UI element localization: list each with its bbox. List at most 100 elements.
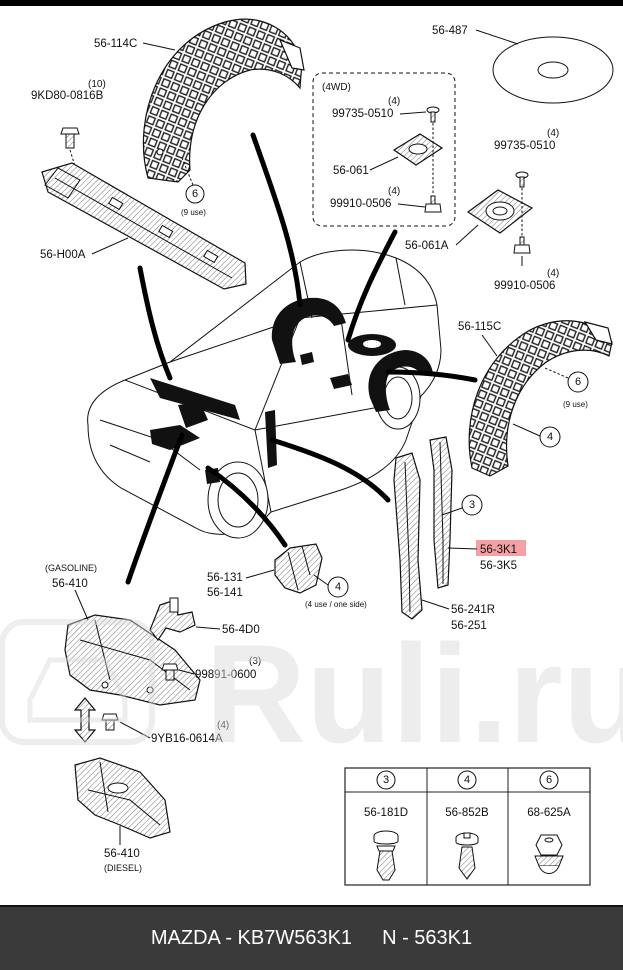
crossmember bbox=[41, 162, 247, 290]
top-edge-bar bbox=[0, 0, 623, 6]
double-arrow-icon bbox=[73, 697, 97, 743]
table-part-56-181d[interactable]: 56-181D bbox=[364, 807, 408, 819]
callout-circle-seal-clip bbox=[461, 494, 483, 516]
label-screw[interactable]: 99735-0510 bbox=[494, 140, 555, 152]
label-cover-diesel[interactable]: 56-410 bbox=[104, 848, 140, 860]
label-awd-title: (4WD) bbox=[322, 82, 351, 93]
callout-front-clip-ref[interactable]: 6 bbox=[192, 188, 198, 200]
leader-sill bbox=[421, 599, 450, 610]
leader-cover-bolt2 bbox=[119, 721, 151, 739]
callout-seal-clip-ref[interactable]: 3 bbox=[469, 499, 475, 511]
label-awd-nut[interactable]: 99910-0506 bbox=[330, 198, 391, 210]
callout-circle-rear-clip4 bbox=[539, 426, 561, 448]
splash-shield bbox=[274, 543, 323, 594]
table-ref-circle-4 bbox=[457, 770, 477, 790]
label-pad[interactable]: 56-487 bbox=[432, 25, 468, 37]
clip-reference-table: 3 4 6 56-181D 56-852B 68-625A bbox=[344, 767, 591, 886]
table-part-56-852b[interactable]: 56-852B bbox=[445, 807, 489, 819]
label-awd-mount[interactable]: 56-061 bbox=[333, 165, 369, 177]
pad-disc bbox=[492, 36, 614, 104]
leader-cover-gas bbox=[74, 589, 89, 621]
label-cover-bracket[interactable]: 56-4D0 bbox=[222, 624, 260, 636]
thick-leader-strokes bbox=[125, 132, 478, 585]
callout-rear-clip4-ref[interactable]: 4 bbox=[547, 431, 553, 443]
label-shield[interactable]: 56-131 bbox=[207, 572, 243, 584]
leader-rear-clip4 bbox=[512, 423, 541, 437]
watermark-text: Ruli.ru bbox=[205, 615, 623, 772]
leader-shield-clip bbox=[313, 574, 329, 586]
leader-front-clip bbox=[181, 157, 194, 186]
label-cover-bolt2-qty: (4) bbox=[217, 720, 229, 731]
footer-reference-code: N - 563K1 bbox=[382, 927, 473, 949]
callout-circle-shield-clip bbox=[327, 576, 349, 598]
under-cover-diesel bbox=[74, 757, 171, 839]
label-crossmember[interactable]: 56-H00A bbox=[40, 249, 86, 261]
label-shield-clip-qty: (4 use / one side) bbox=[305, 600, 367, 609]
label-cover-gas[interactable]: 56-410 bbox=[52, 578, 88, 590]
callout-circle-rear-clip6 bbox=[567, 371, 589, 393]
leader-awd-nut bbox=[397, 203, 426, 208]
label-front-clip-qty: (9 use) bbox=[181, 208, 206, 217]
label-cover-diesel-variant: (DIESEL) bbox=[104, 863, 142, 873]
label-seal-alt[interactable]: 56-3K5 bbox=[480, 560, 517, 572]
front-fender-liner bbox=[142, 18, 305, 183]
leader-awd-screw bbox=[399, 111, 427, 115]
label-sill[interactable]: 56-241R bbox=[451, 604, 495, 616]
label-front-liner[interactable]: 56-114C bbox=[94, 38, 137, 50]
vehicle-outline bbox=[87, 249, 442, 539]
callout-rear-clip6-ref[interactable]: 6 bbox=[575, 376, 581, 388]
push-rivet-icon bbox=[455, 832, 479, 880]
label-mount[interactable]: 56-061A bbox=[405, 240, 449, 252]
label-awd-nut-qty: (4) bbox=[388, 186, 400, 197]
leader-seal-clip bbox=[441, 507, 463, 516]
label-screw-qty: (4) bbox=[547, 128, 559, 139]
leader-pad bbox=[475, 29, 519, 45]
watermark: Ruli.ru bbox=[0, 615, 623, 772]
table-ref-circle-3 bbox=[376, 770, 396, 790]
mount-plate bbox=[466, 189, 534, 234]
label-cover-bolt2[interactable]: 9YB16-0614A bbox=[151, 733, 223, 745]
footer-brand-part-number: MAZDA - KB7W563K1 bbox=[150, 927, 353, 949]
label-front-bolt[interactable]: 9KD80-0816B bbox=[31, 90, 104, 102]
table-ref-6: 6 bbox=[546, 774, 552, 786]
label-cover-bolt-qty: (3) bbox=[249, 656, 261, 667]
table-ref-3: 3 bbox=[383, 774, 389, 786]
footer-bar: MAZDA - KB7W563K1 N - 563K1 bbox=[0, 905, 623, 970]
under-cover-gasoline bbox=[64, 614, 201, 706]
floor-pad-hole bbox=[363, 340, 381, 348]
label-cover-bolt[interactable]: 99891-0600 bbox=[195, 669, 256, 681]
clip-nut-icon bbox=[534, 834, 564, 874]
leader-cover-bracket bbox=[195, 626, 221, 630]
selected-part-highlight bbox=[476, 540, 526, 556]
label-awd-screw-qty: (4) bbox=[388, 96, 400, 107]
leader-cover-bolt bbox=[178, 669, 195, 675]
label-rear-clip6-qty: (9 use) bbox=[563, 400, 588, 409]
leader-rear-clip6 bbox=[544, 367, 569, 379]
parts-diagram: 56-114C (10) 9KD80-0816B 56-H00A 6 (9 us… bbox=[0, 0, 623, 886]
callout-shield-clip-ref[interactable]: 4 bbox=[335, 581, 341, 593]
leader-mount bbox=[455, 224, 479, 246]
watermark-logo bbox=[0, 619, 155, 745]
label-nut-qty: (4) bbox=[547, 268, 559, 279]
watermark-car-icon bbox=[27, 657, 128, 723]
table-ref-4: 4 bbox=[464, 774, 470, 786]
label-nut[interactable]: 99910-0506 bbox=[494, 280, 555, 292]
awd-screw-icon bbox=[426, 106, 440, 123]
vehicle-installed-parts bbox=[150, 297, 433, 484]
seal-strip bbox=[429, 436, 453, 589]
label-rear-liner[interactable]: 56-115C bbox=[458, 321, 501, 333]
awd-mount-plate bbox=[392, 133, 444, 166]
label-shield-alt[interactable]: 56-141 bbox=[207, 587, 243, 599]
leader-crossmember bbox=[91, 237, 129, 255]
leader-shield bbox=[245, 569, 275, 579]
leader-front-liner bbox=[142, 42, 176, 51]
leader-rear-liner bbox=[481, 334, 498, 357]
label-seal-selected[interactable]: 56-3K1 bbox=[480, 544, 517, 556]
sill-strip bbox=[393, 452, 423, 620]
label-front-bolt-qty: (10) bbox=[88, 79, 106, 90]
label-cover-gas-variant: (GASOLINE) bbox=[45, 563, 97, 573]
label-awd-screw[interactable]: 99735-0510 bbox=[332, 108, 393, 120]
table-part-68-625a[interactable]: 68-625A bbox=[527, 807, 571, 819]
label-sill-alt[interactable]: 56-251 bbox=[451, 620, 487, 632]
push-clip-icon bbox=[373, 830, 399, 881]
